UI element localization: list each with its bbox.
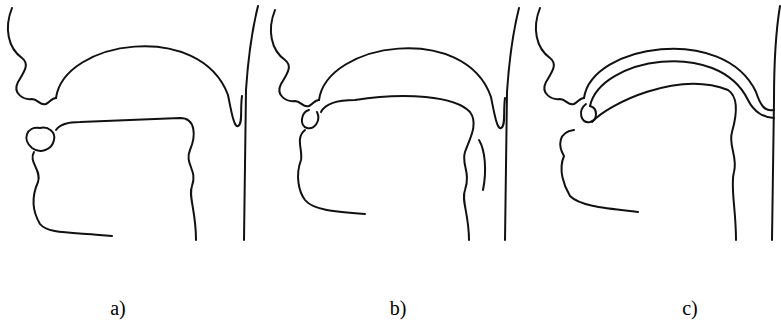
- panel-label: a): [110, 298, 126, 318]
- panel-label: b): [390, 298, 407, 318]
- panel-label: c): [682, 298, 698, 318]
- vocal-tract-c: [536, 6, 780, 240]
- vocal-tract-a: [8, 6, 258, 240]
- vocal-tract-b: [271, 8, 519, 240]
